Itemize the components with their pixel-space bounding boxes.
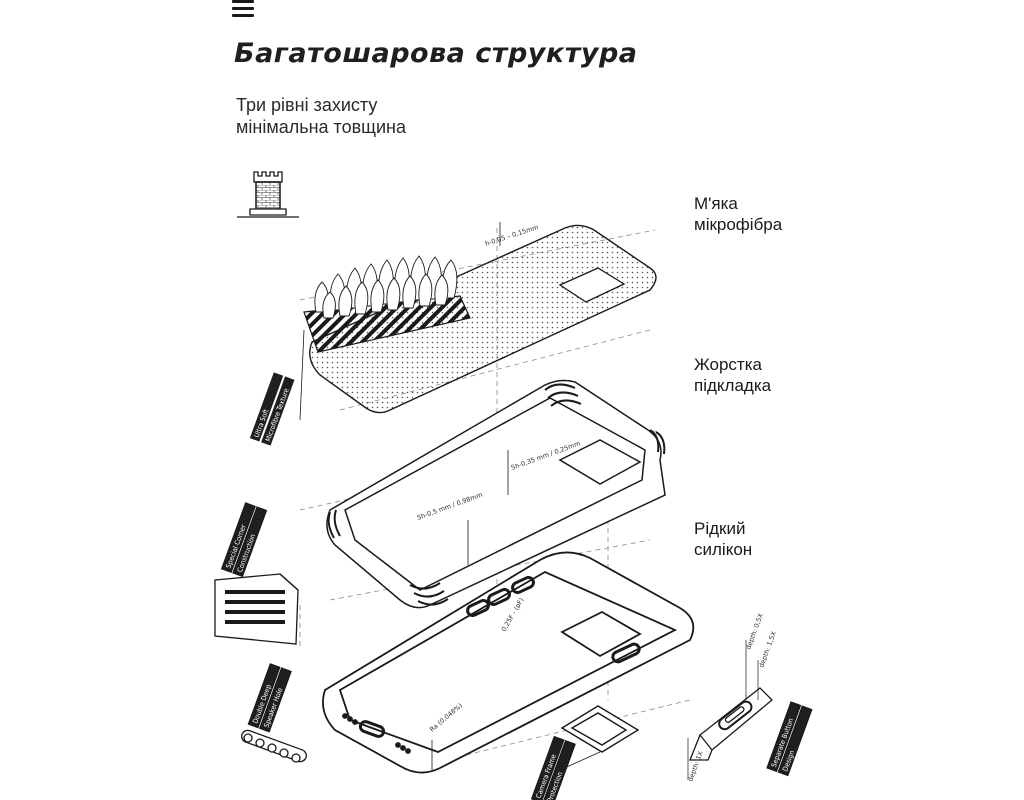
button-detail: depth: 0,5X depth: 1,5X depth: 1X Separa… [686,612,813,783]
dim-button-a: depth: 0,5X [744,612,765,651]
dim-button-b: depth: 1,5X [757,630,778,669]
corner-detail: Special Corner Construction [214,502,299,645]
hamburger-menu-icon[interactable] [232,0,254,20]
castle-tower-icon [237,171,299,218]
page-title: Багатошарова структура [234,38,638,69]
microfiber-layer: h-0,05 – 0,15mm [303,222,657,414]
hard-shell-layer: Sh-0,35 mm / 0,25mm Sh-0,5 mm / 0,98mm [326,379,666,609]
speaker-detail: Double Deep Speaker Hole [241,663,307,763]
microfiber-tag: Ultra Soft Microfibre Texture [249,329,305,446]
silicone-bumper-layer: 0,25F - (pF) Ra (0,048%) [322,551,695,774]
layer-label-microfiber: М'яка мікрофібра [694,194,783,234]
layer-label-silicone: Рідкий силікон [694,519,753,559]
camera-frame-detail: Camera Frame Protection [530,705,640,800]
subtitle-line-1: Три рівні захисту [236,95,378,115]
layer-label-hard-shell: Жорстка підкладка [694,355,772,395]
subtitle-line-2: мінімальна товщина [236,117,406,137]
page-subtitle: Три рівні захисту мінімальна товщина [236,94,406,138]
dim-button-c: depth: 1X [686,750,705,783]
